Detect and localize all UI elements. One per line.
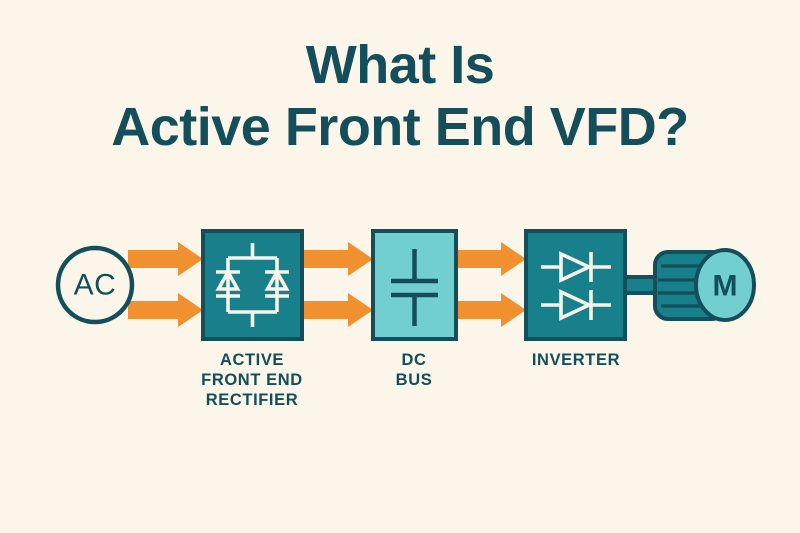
arrow-rectifier-to-dcbus-bottom <box>302 293 373 327</box>
arrow-rectifier-to-dcbus-top <box>302 242 373 276</box>
ac-source: AC <box>55 245 135 325</box>
arrow-group-rectifier-to-dcbus <box>302 242 373 327</box>
rectifier-label-line-1: ACTIVE <box>220 351 284 369</box>
rectifier-label-line-2: FRONT END <box>201 371 303 389</box>
ac-source-circle <box>55 245 135 325</box>
arrow-dcbus-to-inverter-top <box>456 242 526 276</box>
block-rectifier: ACTIVE FRONT END RECTIFIER <box>201 229 304 409</box>
capacitor-icon <box>391 249 438 326</box>
motor-face <box>694 248 756 322</box>
dc-bus-label-line-1: DC <box>401 351 426 369</box>
ac-source-label: AC <box>74 269 117 302</box>
diode-triangle-left <box>215 268 241 291</box>
motor: M <box>623 248 756 322</box>
arrow-ac-to-rectifier-bottom <box>128 293 203 327</box>
title-line-1: What Is <box>305 35 495 95</box>
inverter-diode-triangle-lower <box>559 289 594 321</box>
arrow-group-source-to-rectifier <box>128 242 203 327</box>
inverter-label: INVERTER <box>532 351 620 369</box>
title-line-2: Active Front End VFD? <box>111 97 689 158</box>
diode-triangle-right <box>264 268 290 291</box>
dc-bus-label-line-2: BUS <box>396 371 433 389</box>
rectifier-label-line-3: RECTIFIER <box>206 391 298 409</box>
arrow-dcbus-to-inverter-bottom <box>456 293 526 327</box>
arrow-ac-to-rectifier-top <box>128 242 203 276</box>
arrow-group-dcbus-to-inverter <box>456 242 526 327</box>
inverter-diode-triangle-upper <box>559 251 594 283</box>
inverter-box <box>524 229 627 341</box>
diode-bridge-icon <box>216 243 289 327</box>
motor-label: M <box>713 270 738 303</box>
block-inverter: INVERTER <box>524 229 627 369</box>
block-dc-bus: DC BUS <box>371 229 458 389</box>
page-title: What Is Active Front End VFD? <box>0 35 800 158</box>
